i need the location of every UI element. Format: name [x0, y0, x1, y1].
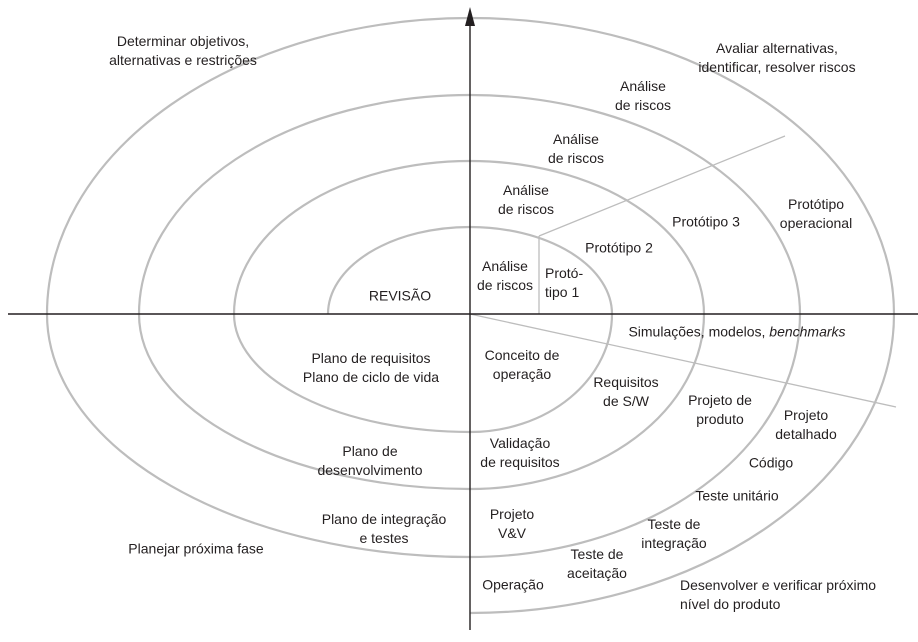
line: Desenvolver e verificar próximo	[680, 577, 877, 593]
line: Determinar objetivos,	[116, 33, 250, 49]
line: Análise	[503, 182, 549, 198]
line: Avaliar alternativas,	[716, 40, 838, 56]
prototype-3: Protótipo 3	[672, 213, 740, 232]
line: Análise	[620, 78, 666, 94]
prototype-1: Protó-tipo 1	[545, 264, 583, 302]
line: Simulações, modelos,	[628, 323, 770, 340]
line: tipo 1	[545, 284, 580, 300]
line: Conceito de	[484, 347, 560, 363]
line: de requisitos	[480, 454, 560, 470]
operation: Operação	[482, 576, 543, 595]
line: Projeto	[783, 407, 829, 423]
concept-of-operation: Conceito de operação	[485, 346, 560, 384]
line: Planejar próxima fase	[128, 540, 264, 557]
line: de riscos	[614, 97, 672, 113]
line: Plano de ciclo de vida	[302, 369, 440, 385]
plan-development: Plano de desenvolvimento	[317, 442, 422, 480]
line: e testes	[359, 530, 409, 546]
line: Validação	[489, 435, 551, 451]
line: Teste unitário	[695, 487, 779, 504]
line: Protótipo 2	[585, 239, 653, 256]
prototype-divider-diagonal	[538, 135, 786, 237]
line: REVISÃO	[368, 287, 432, 304]
sw-requirements: Requisitos de S/W	[593, 373, 658, 411]
line: Código	[748, 454, 794, 471]
code: Código	[749, 454, 793, 473]
prototype-2: Protótipo 2	[585, 239, 653, 258]
line: V&V	[497, 525, 527, 541]
line: Protótipo	[787, 196, 845, 212]
line: de S/W	[603, 393, 649, 409]
line: Protó-	[545, 265, 584, 281]
spiral-path	[45, 16, 896, 615]
quadrant-bottom-left-label: Planejar próxima fase	[128, 540, 263, 559]
detailed-design: Projeto detalhado	[775, 406, 837, 444]
risk-analysis-2: Análise de riscos	[498, 181, 554, 219]
line: nível do produto	[680, 596, 781, 612]
risk-analysis-1: Análise de riscos	[477, 257, 533, 295]
line: Projeto de	[688, 392, 752, 408]
acceptance-test: Teste de aceitação	[567, 545, 627, 583]
risk-analysis-4: Análise de riscos	[615, 77, 671, 115]
line: Teste de	[647, 516, 701, 532]
requirements-validation: Validação de requisitos	[480, 434, 559, 472]
line: Plano de requisitos	[311, 350, 431, 366]
line: integração	[641, 535, 707, 551]
line-italic: benchmarks	[769, 323, 846, 340]
line: Operação	[482, 576, 544, 593]
line: identificar, resolver riscos	[698, 59, 856, 75]
line: Análise	[482, 258, 528, 274]
unit-test: Teste unitário	[695, 487, 778, 506]
product-design: Projeto de produto	[688, 391, 752, 429]
line: de riscos	[476, 277, 534, 293]
line: produto	[696, 411, 744, 427]
line: Plano de	[342, 443, 398, 459]
line: Plano de integração	[321, 511, 447, 527]
quadrant-top-left-label: Determinar objetivos, alternativas e rest…	[109, 32, 257, 70]
line: Protótipo 3	[672, 213, 740, 230]
quadrant-top-right-label: Avaliar alternativas, identificar, resolv…	[698, 39, 855, 77]
line: de riscos	[497, 201, 555, 217]
plan-integration: Plano de integração e testes	[322, 510, 447, 548]
line: Teste de	[570, 546, 624, 562]
line: Requisitos	[593, 374, 659, 390]
simulation-divider	[469, 313, 897, 408]
line: Análise	[553, 131, 599, 147]
review-label: REVISÃO	[369, 287, 431, 306]
integration-test: Teste de integração	[641, 515, 706, 553]
arrow-up-icon	[465, 7, 475, 26]
quadrant-bottom-right-label: Desenvolver e verificar próximo nível do …	[680, 576, 876, 614]
line: aceitação	[567, 565, 627, 581]
line: de riscos	[547, 150, 605, 166]
simulations-label: Simulações, modelos, benchmarks	[628, 323, 845, 342]
line: desenvolvimento	[317, 462, 423, 478]
line: detalhado	[775, 426, 837, 442]
line: alternativas e restrições	[109, 52, 257, 68]
risk-analysis-3: Análise de riscos	[548, 130, 604, 168]
line: Projeto	[489, 506, 535, 522]
line: operacional	[779, 215, 853, 231]
prototype-operational: Protótipo operacional	[780, 195, 852, 233]
line: operação	[492, 366, 552, 382]
